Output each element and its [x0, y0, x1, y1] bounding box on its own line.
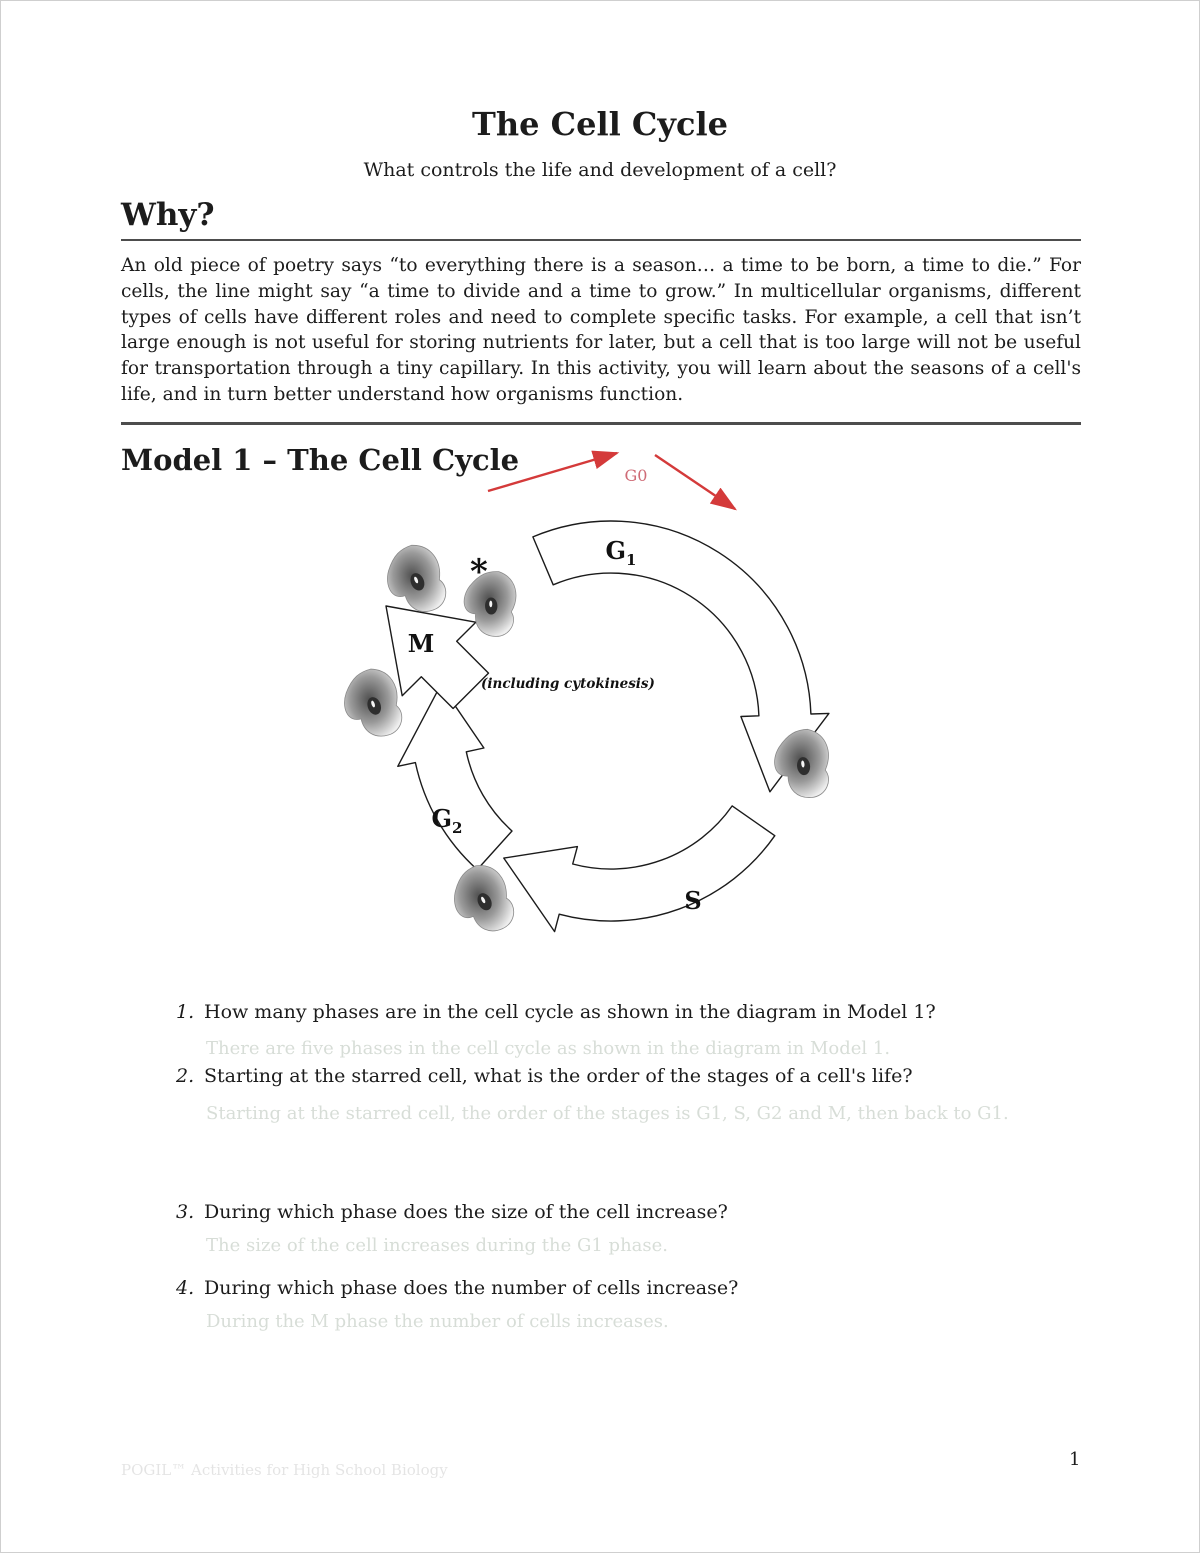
cell-cycle-diagram: G0 * G1 M (including cytokinesis) G2 S: [331, 431, 891, 1011]
s-arc-arrow: [503, 805, 776, 933]
why-paragraph: An old piece of poetry says “to everythi…: [121, 253, 1081, 425]
faint-answer-3: The size of the cell increases during th…: [206, 1235, 669, 1256]
faint-answer-1: There are five phases in the cell cycle …: [206, 1038, 891, 1059]
s-label: S: [684, 886, 701, 915]
g0-return-arrow: [654, 454, 737, 511]
g2-label: G2: [432, 804, 463, 837]
question-text: During which phase does the number of ce…: [204, 1277, 739, 1299]
g0-exit-arrow: [487, 450, 620, 493]
cell-cycle-svg: G0 * G1 M (including cytokinesis) G2 S: [341, 450, 836, 939]
star-marker: *: [470, 552, 488, 592]
cell-illustration-daughter-left: [382, 540, 449, 617]
question-number: 2.: [176, 1065, 195, 1087]
question-2: 2. Starting at the starred cell, what is…: [176, 1065, 913, 1087]
question-1: 1. How many phases are in the cell cycle…: [176, 1001, 936, 1023]
question-3: 3. During which phase does the size of t…: [176, 1201, 728, 1223]
g2-arc-arrow: [397, 684, 513, 871]
question-4: 4. During which phase does the number of…: [176, 1277, 738, 1299]
question-number: 3.: [176, 1201, 195, 1223]
m-phase-arrow: [385, 605, 490, 710]
questions-list: 1. How many phases are in the cell cycle…: [176, 1001, 1081, 1421]
cell-illustration-bottom: [447, 859, 518, 939]
g1-label: G1: [606, 536, 637, 569]
model1-heading: Model 1 – The Cell Cycle: [121, 443, 520, 477]
footer-text: POGIL™ Activities for High School Biolog…: [121, 1461, 448, 1479]
g0-label: G0: [625, 466, 648, 485]
faint-answer-4: During the M phase the number of cells i…: [206, 1311, 669, 1332]
question-text: During which phase does the size of the …: [204, 1201, 728, 1223]
page-title: The Cell Cycle: [472, 105, 728, 143]
g1-arc-arrow: [532, 520, 830, 793]
page-subtitle: What controls the life and development o…: [363, 159, 837, 181]
question-number: 1.: [176, 1001, 195, 1023]
question-text: How many phases are in the cell cycle as…: [204, 1001, 936, 1023]
cell-illustration-left: [341, 666, 404, 740]
page-number: 1: [1069, 1449, 1081, 1470]
m-label: M: [408, 629, 435, 658]
why-heading: Why?: [121, 197, 1081, 241]
faint-answer-2: Starting at the starred cell, the order …: [206, 1103, 1009, 1124]
question-text: Starting at the starred cell, what is th…: [204, 1065, 913, 1087]
cytokinesis-note: (including cytokinesis): [481, 676, 655, 692]
question-number: 4.: [176, 1277, 195, 1299]
